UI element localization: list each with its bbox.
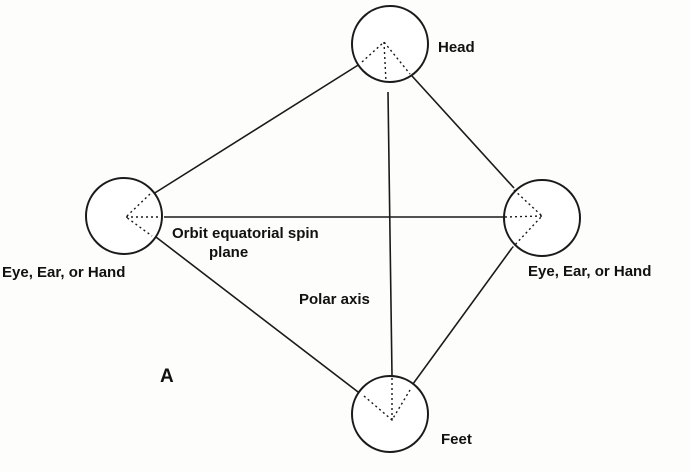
feet-circle [351, 375, 429, 453]
left-sense-node [85, 177, 163, 255]
right-sense-label: Eye, Ear, or Hand [528, 263, 651, 280]
panel-letter: A [160, 366, 174, 387]
left-dotted-vertex [124, 193, 153, 237]
edge-right-feet [409, 247, 513, 389]
feet-node [351, 375, 429, 453]
edge-head-left [149, 61, 364, 197]
polar-axis-line [387, 91, 393, 377]
left-sense-label: Eye, Ear, or Hand [2, 264, 125, 281]
right-sense-node [503, 179, 581, 257]
outline-edges [149, 61, 515, 396]
left-sense-circle [85, 177, 163, 255]
head-circle [351, 5, 429, 83]
edge-head-right [411, 75, 515, 189]
feet-label: Feet [441, 431, 472, 448]
head-node [351, 5, 429, 83]
equatorial-plane-label-line1: Orbit equatorial spin [172, 225, 319, 242]
head-label: Head [438, 39, 475, 56]
polar-axis-label: Polar axis [299, 291, 370, 308]
equatorial-plane-label-line2: plane [209, 244, 248, 261]
edge-left-feet [151, 233, 363, 396]
